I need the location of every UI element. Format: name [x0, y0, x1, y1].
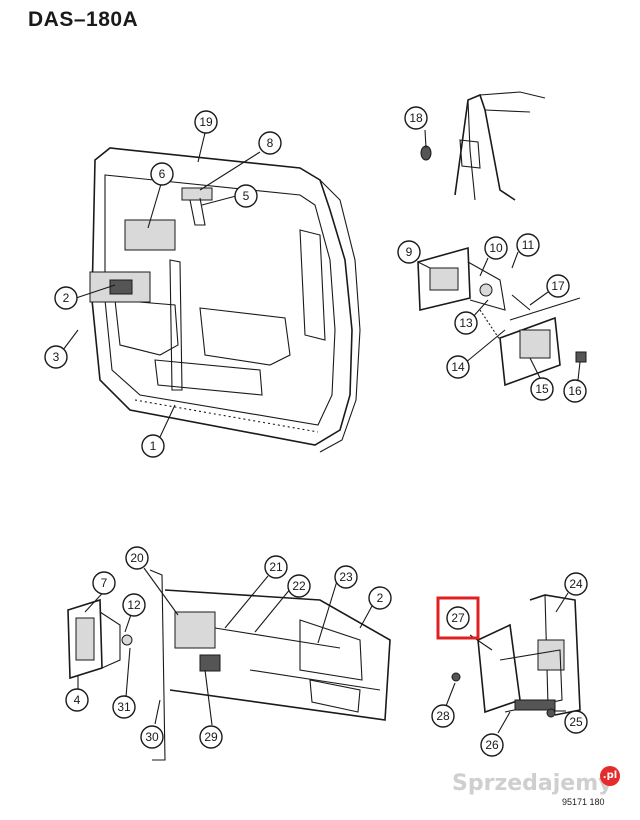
svg-text:2: 2 — [377, 591, 384, 605]
callout-28: 28 — [431, 704, 455, 728]
callout-17: 17 — [546, 274, 570, 298]
door-assembly-drawing — [89, 147, 361, 453]
callout-26: 26 — [480, 733, 504, 757]
highlighted-callout-27: 27 — [436, 596, 480, 640]
callout-15: 15 — [530, 377, 554, 401]
hinge-strap-drawing — [67, 569, 391, 761]
callout-7: 7 — [92, 571, 116, 595]
svg-text:4: 4 — [74, 693, 81, 707]
svg-text:2: 2 — [63, 291, 70, 305]
svg-text:31: 31 — [117, 700, 131, 714]
svg-text:9: 9 — [406, 245, 413, 259]
callout-4: 4 — [65, 688, 89, 712]
callout-21: 21 — [264, 555, 288, 579]
svg-text:5: 5 — [243, 189, 250, 203]
callout-24: 24 — [564, 572, 588, 596]
svg-text:17: 17 — [551, 279, 565, 293]
callout-31: 31 — [112, 695, 136, 719]
striker-pillar-drawing — [451, 594, 581, 718]
callout-1: 1 — [141, 434, 165, 458]
callout-8: 8 — [258, 131, 282, 155]
svg-text:11: 11 — [522, 238, 535, 252]
svg-text:22: 22 — [292, 579, 306, 593]
svg-text:15: 15 — [535, 382, 549, 396]
svg-text:21: 21 — [269, 560, 283, 574]
svg-text:24: 24 — [569, 577, 583, 591]
mirror-corner-drawing — [420, 91, 546, 201]
svg-text:19: 19 — [199, 115, 213, 129]
callout-5: 5 — [234, 184, 258, 208]
callout-9: 9 — [397, 240, 421, 264]
callout-3: 3 — [44, 345, 68, 369]
svg-text:26: 26 — [485, 738, 499, 752]
callout-18: 18 — [404, 106, 428, 130]
callout-2: 2 — [54, 286, 78, 310]
callout-25: 25 — [564, 710, 588, 734]
callout-22: 22 — [287, 574, 311, 598]
svg-text:25: 25 — [569, 715, 583, 729]
callout-16: 16 — [563, 379, 587, 403]
svg-text:20: 20 — [130, 551, 144, 565]
svg-text:12: 12 — [127, 598, 141, 612]
callout-19: 19 — [194, 110, 218, 134]
svg-text:29: 29 — [204, 730, 218, 744]
callout-23: 23 — [334, 565, 358, 589]
svg-text:18: 18 — [409, 111, 423, 125]
diagram-title: DAS–180A — [28, 8, 139, 31]
watermark-text: Sprzedajemy — [452, 771, 613, 796]
callout-13: 13 — [454, 311, 478, 335]
svg-text:14: 14 — [451, 360, 465, 374]
svg-text:3: 3 — [53, 350, 60, 364]
svg-text:6: 6 — [159, 167, 166, 181]
svg-text:23: 23 — [339, 570, 353, 584]
callout-6: 6 — [150, 162, 174, 186]
svg-text:27: 27 — [451, 611, 465, 625]
callout-10: 10 — [484, 236, 508, 260]
svg-text:16: 16 — [568, 384, 582, 398]
svg-text:13: 13 — [459, 316, 473, 330]
callout-11: 11 — [516, 233, 540, 257]
svg-text:10: 10 — [489, 241, 503, 255]
callout-30: 30 — [140, 725, 164, 749]
callout-20: 20 — [125, 546, 149, 570]
svg-text:8: 8 — [267, 136, 274, 150]
drawing-code: 95171 180 — [562, 797, 605, 807]
watermark-badge: .pl — [600, 766, 620, 786]
svg-text:28: 28 — [436, 709, 450, 723]
callout-14: 14 — [446, 355, 470, 379]
callout-12: 12 — [122, 593, 146, 617]
svg-text:30: 30 — [145, 730, 159, 744]
callout-2-lower: 2 — [368, 586, 392, 610]
svg-text:1: 1 — [150, 439, 157, 453]
callout-29: 29 — [199, 725, 223, 749]
leader-lines — [62, 129, 581, 734]
lock-assembly-drawing — [417, 246, 587, 387]
svg-text:7: 7 — [101, 576, 108, 590]
